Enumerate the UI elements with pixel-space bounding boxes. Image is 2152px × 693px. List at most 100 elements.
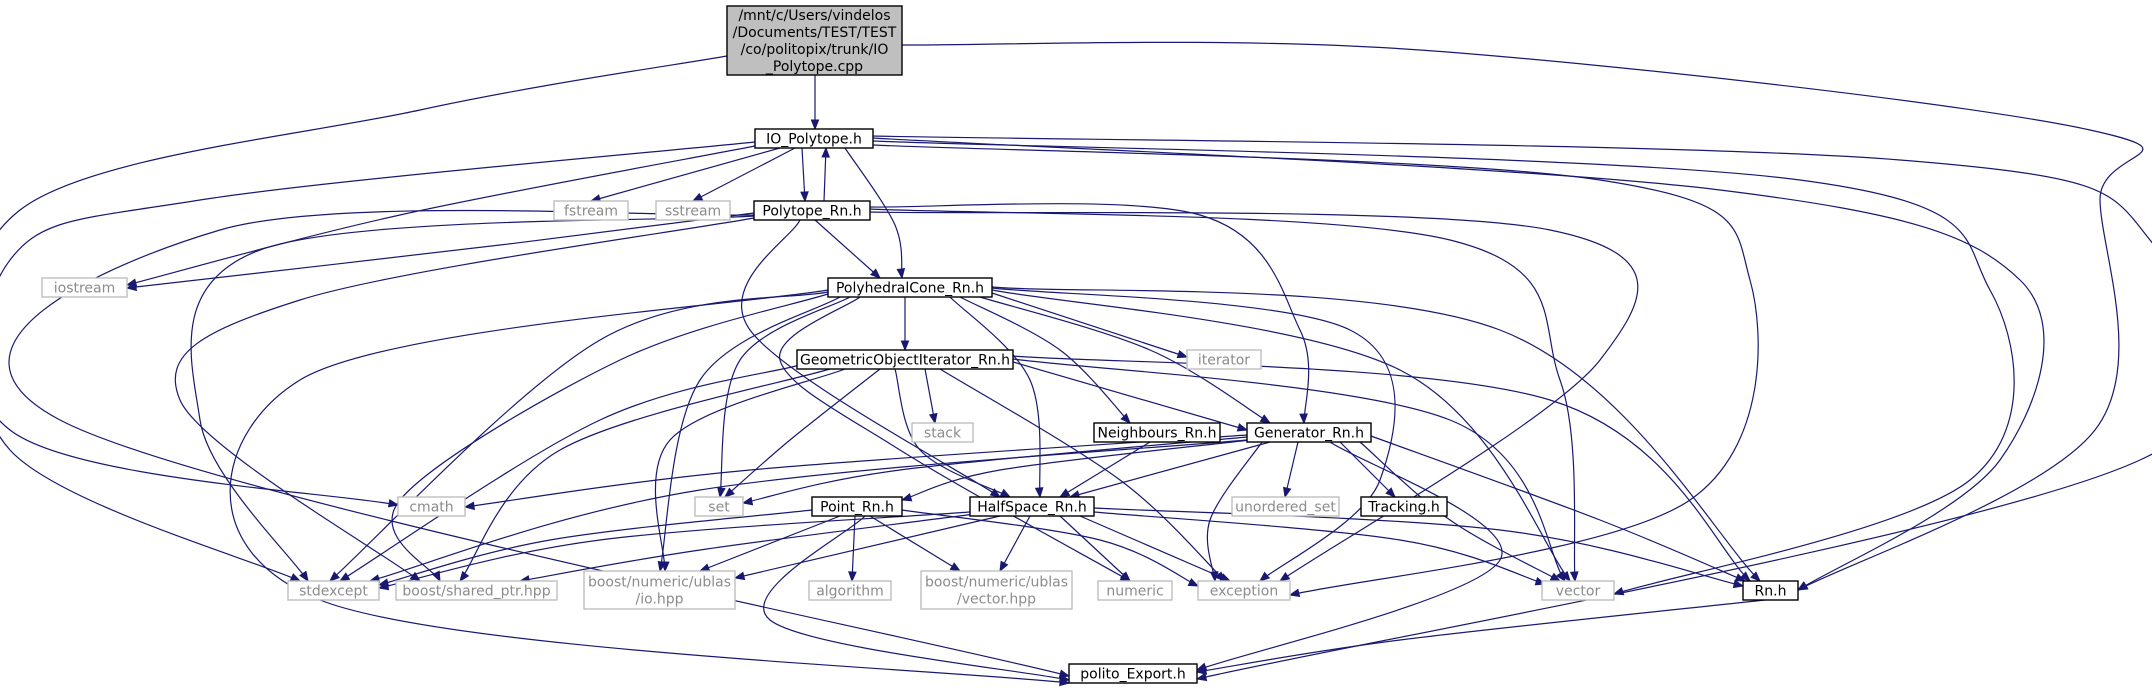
nodes-layer: /mnt/c/Users/vindelos/Documents/TEST/TES… bbox=[41, 5, 1799, 684]
edge-point_rn_h-to-boost_ublas_io bbox=[698, 515, 841, 572]
node-label: exception bbox=[1210, 584, 1278, 600]
node-box bbox=[1231, 496, 1340, 517]
edge-geometricobjectiterator_rn_h-to-exception bbox=[939, 368, 1226, 582]
node-rn_h[interactable]: Rn.h bbox=[1742, 580, 1799, 601]
edge-io_polytope_h-to-sstream bbox=[691, 147, 796, 202]
node-box bbox=[1093, 422, 1221, 443]
edge-io_polytope_h-to-polyhedralcone_rn_h bbox=[844, 147, 906, 280]
edge-io_polytope_cpp-to-cmath bbox=[0, 55, 728, 508]
edge-polytope_rn_h-to-vector bbox=[869, 208, 1579, 583]
edge-polyhedralcone_rn_h-to-iterator bbox=[991, 292, 1189, 359]
node-box bbox=[753, 200, 871, 221]
node-io_polytope_cpp[interactable]: /mnt/c/Users/vindelos/Documents/TEST/TES… bbox=[726, 5, 903, 76]
node-box bbox=[553, 200, 629, 221]
node-box bbox=[1360, 496, 1448, 517]
edge-polytope_rn_h-to-halfspace_rn_h bbox=[741, 219, 1002, 498]
edge-geometricobjectiterator_rn_h-to-boost_ublas_io bbox=[654, 368, 846, 573]
node-label: cmath bbox=[409, 500, 453, 516]
edge-geometricobjectiterator_rn_h-to-set bbox=[723, 368, 881, 498]
node-box bbox=[41, 277, 128, 298]
node-label: _Polytope.cpp bbox=[765, 59, 863, 75]
edge-polyhedralcone_rn_h-to-exception bbox=[991, 287, 1396, 582]
node-io_polytope_h[interactable]: IO_Polytope.h bbox=[754, 128, 874, 149]
node-box bbox=[395, 580, 558, 601]
edge-rn_h-to-polito_export_h bbox=[1195, 599, 1766, 675]
node-box bbox=[796, 349, 1014, 370]
node-label: /io.hpp bbox=[635, 592, 683, 608]
node-box bbox=[1541, 580, 1615, 601]
edge-halfspace_rn_h-to-vector bbox=[1093, 511, 1547, 586]
node-exception: exception bbox=[1197, 580, 1291, 601]
edge-polytope_rn_h-to-polyhedralcone_rn_h bbox=[814, 219, 881, 279]
node-generator_rn_h[interactable]: Generator_Rn.h bbox=[1246, 422, 1372, 443]
node-label: sstream bbox=[665, 204, 721, 220]
node-label: Rn.h bbox=[1755, 584, 1787, 600]
edge-polyhedralcone_rn_h-to-vector bbox=[991, 289, 1571, 583]
edge-halfspace_rn_h-to-boost_ublas_io bbox=[733, 515, 1001, 581]
node-box bbox=[920, 570, 1073, 610]
node-box bbox=[726, 5, 903, 76]
node-label: boost/numeric/ublas bbox=[925, 575, 1068, 591]
node-label: Point_Rn.h bbox=[820, 500, 894, 516]
edge-io_polytope_h-to-fstream bbox=[589, 147, 781, 203]
node-geometricobjectiterator_rn_h[interactable]: GeometricObjectIterator_Rn.h bbox=[796, 349, 1014, 370]
node-polito_export_h[interactable]: polito_Export.h bbox=[1068, 663, 1198, 684]
edge-generator_rn_h-to-tracking_h bbox=[1339, 441, 1396, 498]
edge-polyhedralcone_rn_h-to-halfspace_rn_h bbox=[949, 296, 1044, 499]
edge-polyhedralcone_rn_h-to-boost_ublas_io bbox=[657, 296, 841, 573]
node-label: iterator bbox=[1198, 353, 1250, 369]
edge-polyhedralcone_rn_h-to-rn_h bbox=[991, 286, 1761, 582]
edge-polyhedralcone_rn_h-to-generator_rn_h bbox=[979, 296, 1272, 424]
edge-neighbours_rn_h-to-halfspace_rn_h bbox=[1058, 441, 1151, 498]
node-label: numeric bbox=[1106, 584, 1163, 600]
node-label: HalfSpace_Rn.h bbox=[977, 500, 1087, 516]
node-label: iostream bbox=[54, 281, 116, 297]
edge-polytope_rn_h-to-generator_rn_h bbox=[869, 203, 1310, 425]
node-tracking_h[interactable]: Tracking.h bbox=[1360, 496, 1448, 517]
edge-generator_rn_h-to-unordered_set bbox=[1282, 441, 1299, 499]
node-point_rn_h[interactable]: Point_Rn.h bbox=[811, 496, 903, 517]
node-cmath: cmath bbox=[397, 496, 466, 517]
node-iostream: iostream bbox=[41, 277, 128, 298]
node-stdexcept: stdexcept bbox=[287, 580, 380, 601]
node-halfspace_rn_h[interactable]: HalfSpace_Rn.h bbox=[969, 496, 1095, 517]
node-polytope_rn_h[interactable]: Polytope_Rn.h bbox=[753, 200, 871, 221]
node-label: Neighbours_Rn.h bbox=[1097, 426, 1216, 442]
node-label: vector bbox=[1556, 584, 1601, 600]
node-label: /mnt/c/Users/vindelos bbox=[738, 8, 890, 24]
node-label: PolyhedralCone_Rn.h bbox=[836, 281, 984, 297]
node-vector: vector bbox=[1541, 580, 1615, 601]
node-label: Tracking.h bbox=[1367, 500, 1440, 516]
node-box bbox=[655, 200, 731, 221]
node-box bbox=[1246, 422, 1372, 443]
node-boost_shared_ptr: boost/shared_ptr.hpp bbox=[395, 580, 558, 601]
node-label: stdexcept bbox=[299, 584, 368, 600]
edge-point_rn_h-to-polito_export_h bbox=[763, 515, 1071, 683]
edge-halfspace_rn_h-to-boost_ublas_vector bbox=[999, 515, 1031, 573]
node-stack: stack bbox=[911, 422, 974, 443]
node-label: Polytope_Rn.h bbox=[762, 204, 861, 220]
edge-geometricobjectiterator_rn_h-to-stack bbox=[924, 368, 938, 425]
node-neighbours_rn_h[interactable]: Neighbours_Rn.h bbox=[1093, 422, 1221, 443]
edges-layer bbox=[0, 41, 2152, 687]
edge-polytope_rn_h-to-io_polytope_h bbox=[821, 146, 831, 202]
node-boost_ublas_io: boost/numeric/ublas/io.hpp bbox=[583, 570, 736, 610]
edge-point_rn_h-to-algorithm bbox=[848, 515, 857, 583]
node-box bbox=[911, 422, 974, 443]
node-label: polito_Export.h bbox=[1080, 667, 1185, 683]
node-box bbox=[1197, 580, 1291, 601]
node-box bbox=[583, 570, 736, 610]
node-unordered_set: unordered_set bbox=[1231, 496, 1340, 517]
edge-generator_rn_h-to-point_rn_h bbox=[900, 439, 1251, 502]
node-label: unordered_set bbox=[1235, 500, 1336, 516]
node-label: /Documents/TEST/TEST bbox=[733, 25, 897, 41]
node-algorithm: algorithm bbox=[808, 580, 892, 601]
edge-halfspace_rn_h-to-numeric bbox=[1059, 515, 1131, 582]
edge-halfspace_rn_h-to-stdexcept bbox=[377, 511, 971, 591]
node-box bbox=[287, 580, 380, 601]
node-boost_ublas_vector: boost/numeric/ublas/vector.hpp bbox=[920, 570, 1073, 610]
edge-geometricobjectiterator_rn_h-to-vector bbox=[1012, 358, 1566, 583]
node-polyhedralcone_rn_h[interactable]: PolyhedralCone_Rn.h bbox=[827, 277, 993, 298]
edge-io_polytope_h-to-stdexcept bbox=[0, 141, 756, 582]
edge-polytope_rn_h-to-exception bbox=[869, 211, 1639, 582]
